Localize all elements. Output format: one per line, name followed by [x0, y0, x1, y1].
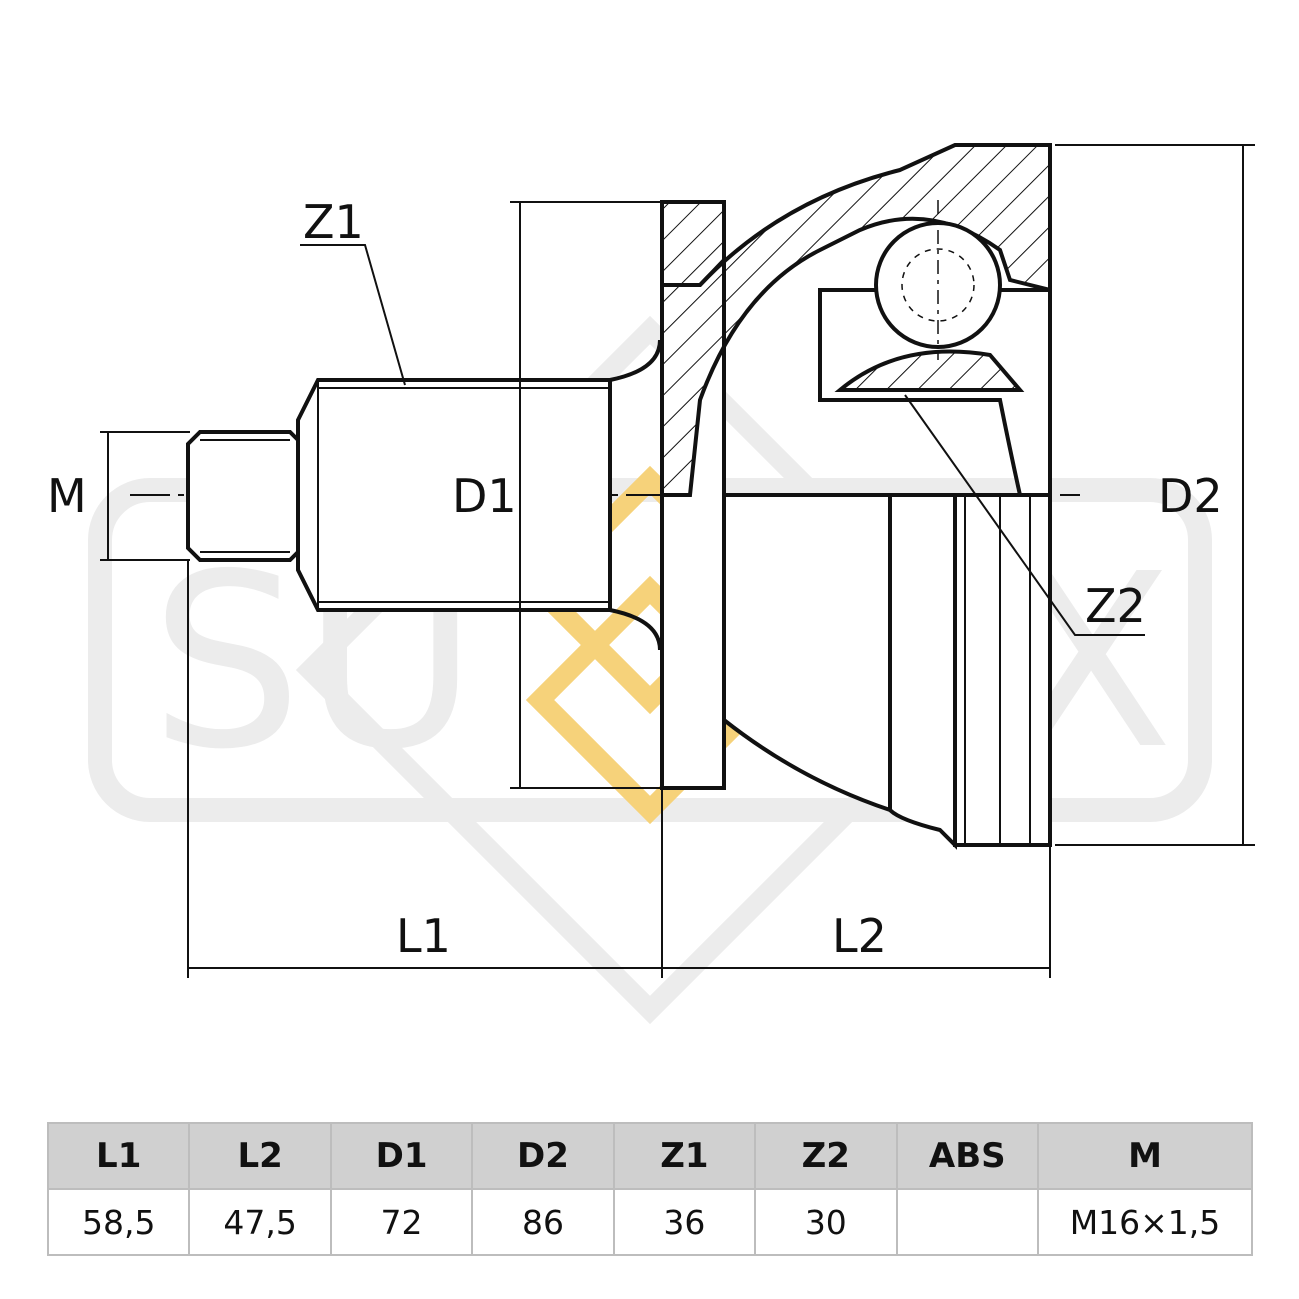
spec-header-row: L1 L2 D1 D2 Z1 Z2 ABS M [46, 1122, 1253, 1190]
cv-joint-drawing: SU FIX [47, 143, 1255, 1025]
spec-header-z1: Z1 [612, 1122, 757, 1190]
spec-value-abs [895, 1188, 1040, 1256]
ball [874, 200, 1002, 360]
spec-value-row: 58,5 47,5 72 86 36 30 M16×1,5 [46, 1188, 1253, 1256]
spec-header-l1: L1 [46, 1122, 191, 1190]
z2-label: Z2 [1085, 579, 1146, 633]
spec-value-z2: 30 [754, 1188, 898, 1256]
d2-label: D2 [1158, 469, 1223, 523]
spec-header-l2: L2 [188, 1122, 332, 1190]
leader-lines [300, 244, 1145, 636]
housing-exterior [722, 493, 1052, 850]
spec-value-z1: 36 [612, 1188, 757, 1256]
z1-label: Z1 [303, 195, 364, 249]
dimension-labels: Z1 Z2 D1 D2 M L1 L2 [47, 195, 1223, 963]
spec-header-m: M [1037, 1122, 1253, 1190]
spec-header-d1: D1 [329, 1122, 474, 1190]
l1-label: L1 [396, 909, 451, 963]
z2-leader [904, 394, 1145, 636]
d1-label: D1 [452, 469, 517, 523]
l2-label: L2 [832, 909, 887, 963]
spec-header-z2: Z2 [754, 1122, 898, 1190]
spec-value-l2: 47,5 [188, 1188, 332, 1256]
spec-header-d2: D2 [471, 1122, 615, 1190]
threaded-stub [186, 430, 300, 562]
dimension-lines [100, 144, 1255, 978]
splined-shaft [296, 339, 662, 651]
z1-leader [300, 244, 406, 386]
spec-value-d2: 86 [471, 1188, 615, 1256]
spec-header-abs: ABS [895, 1122, 1040, 1190]
spec-table: L1 L2 D1 D2 Z1 Z2 ABS M 58,5 47,5 72 86 … [46, 1122, 1253, 1256]
spec-value-l1: 58,5 [46, 1188, 191, 1256]
m-label: M [47, 469, 87, 523]
spec-value-d1: 72 [329, 1188, 474, 1256]
spec-value-m: M16×1,5 [1037, 1188, 1253, 1256]
